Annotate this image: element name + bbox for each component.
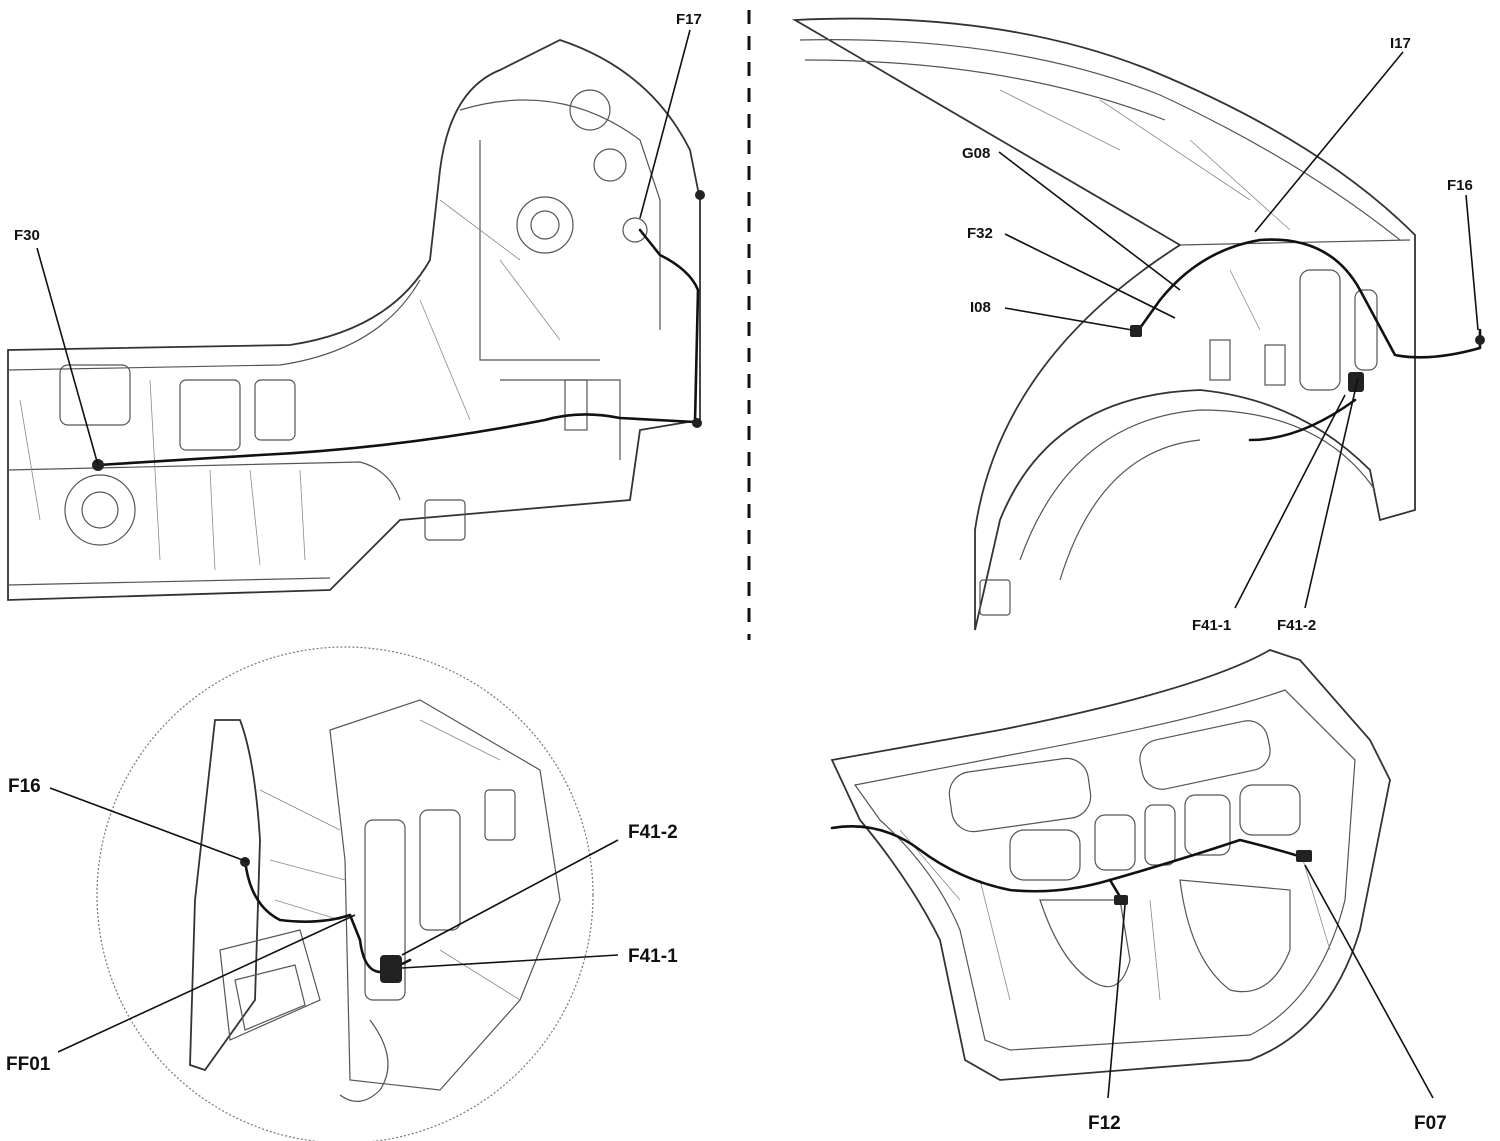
leader-f16-circle bbox=[49, 787, 249, 863]
label-ff01: FF01 bbox=[6, 1054, 51, 1075]
leader-f41-2-top bbox=[1304, 377, 1359, 609]
label-f12: F12 bbox=[1088, 1113, 1121, 1134]
label-f17: F17 bbox=[676, 11, 702, 28]
leader-f12 bbox=[1107, 904, 1126, 1099]
label-i08: I08 bbox=[970, 299, 991, 316]
leader-lines bbox=[36, 29, 1479, 1099]
label-f41-2-top: F41-2 bbox=[1277, 617, 1316, 634]
label-f16-circle: F16 bbox=[8, 776, 41, 797]
rear-quarter-body-drawing bbox=[791, 17, 1485, 631]
label-f41-1-circle: F41-1 bbox=[628, 946, 678, 967]
label-f16-right: F16 bbox=[1447, 177, 1473, 194]
label-f30: F30 bbox=[14, 227, 40, 244]
leader-ff01 bbox=[57, 914, 356, 1053]
leader-g08 bbox=[998, 151, 1181, 291]
leader-f41-2-circle bbox=[401, 839, 619, 956]
leader-f30 bbox=[36, 247, 99, 466]
leader-f41-1-top bbox=[1234, 394, 1346, 609]
label-f07: F07 bbox=[1414, 1113, 1447, 1134]
circular-detail-drawing bbox=[96, 646, 594, 1141]
leader-i08 bbox=[1004, 307, 1133, 331]
rear-floor-body-drawing bbox=[7, 39, 705, 601]
label-f41-2-circle: F41-2 bbox=[628, 822, 678, 843]
leader-f32 bbox=[1004, 233, 1176, 319]
leader-f17 bbox=[639, 29, 691, 219]
leader-f41-1-circle bbox=[401, 954, 619, 969]
label-f32: F32 bbox=[967, 225, 993, 242]
leader-i17 bbox=[1254, 51, 1404, 233]
label-f41-1-top: F41-1 bbox=[1192, 617, 1231, 634]
label-g08: G08 bbox=[962, 145, 990, 162]
leader-f07 bbox=[1304, 864, 1434, 1099]
label-i17: I17 bbox=[1390, 35, 1411, 52]
leader-f16-right bbox=[1465, 194, 1479, 331]
trunk-lid-drawing bbox=[830, 649, 1391, 1081]
